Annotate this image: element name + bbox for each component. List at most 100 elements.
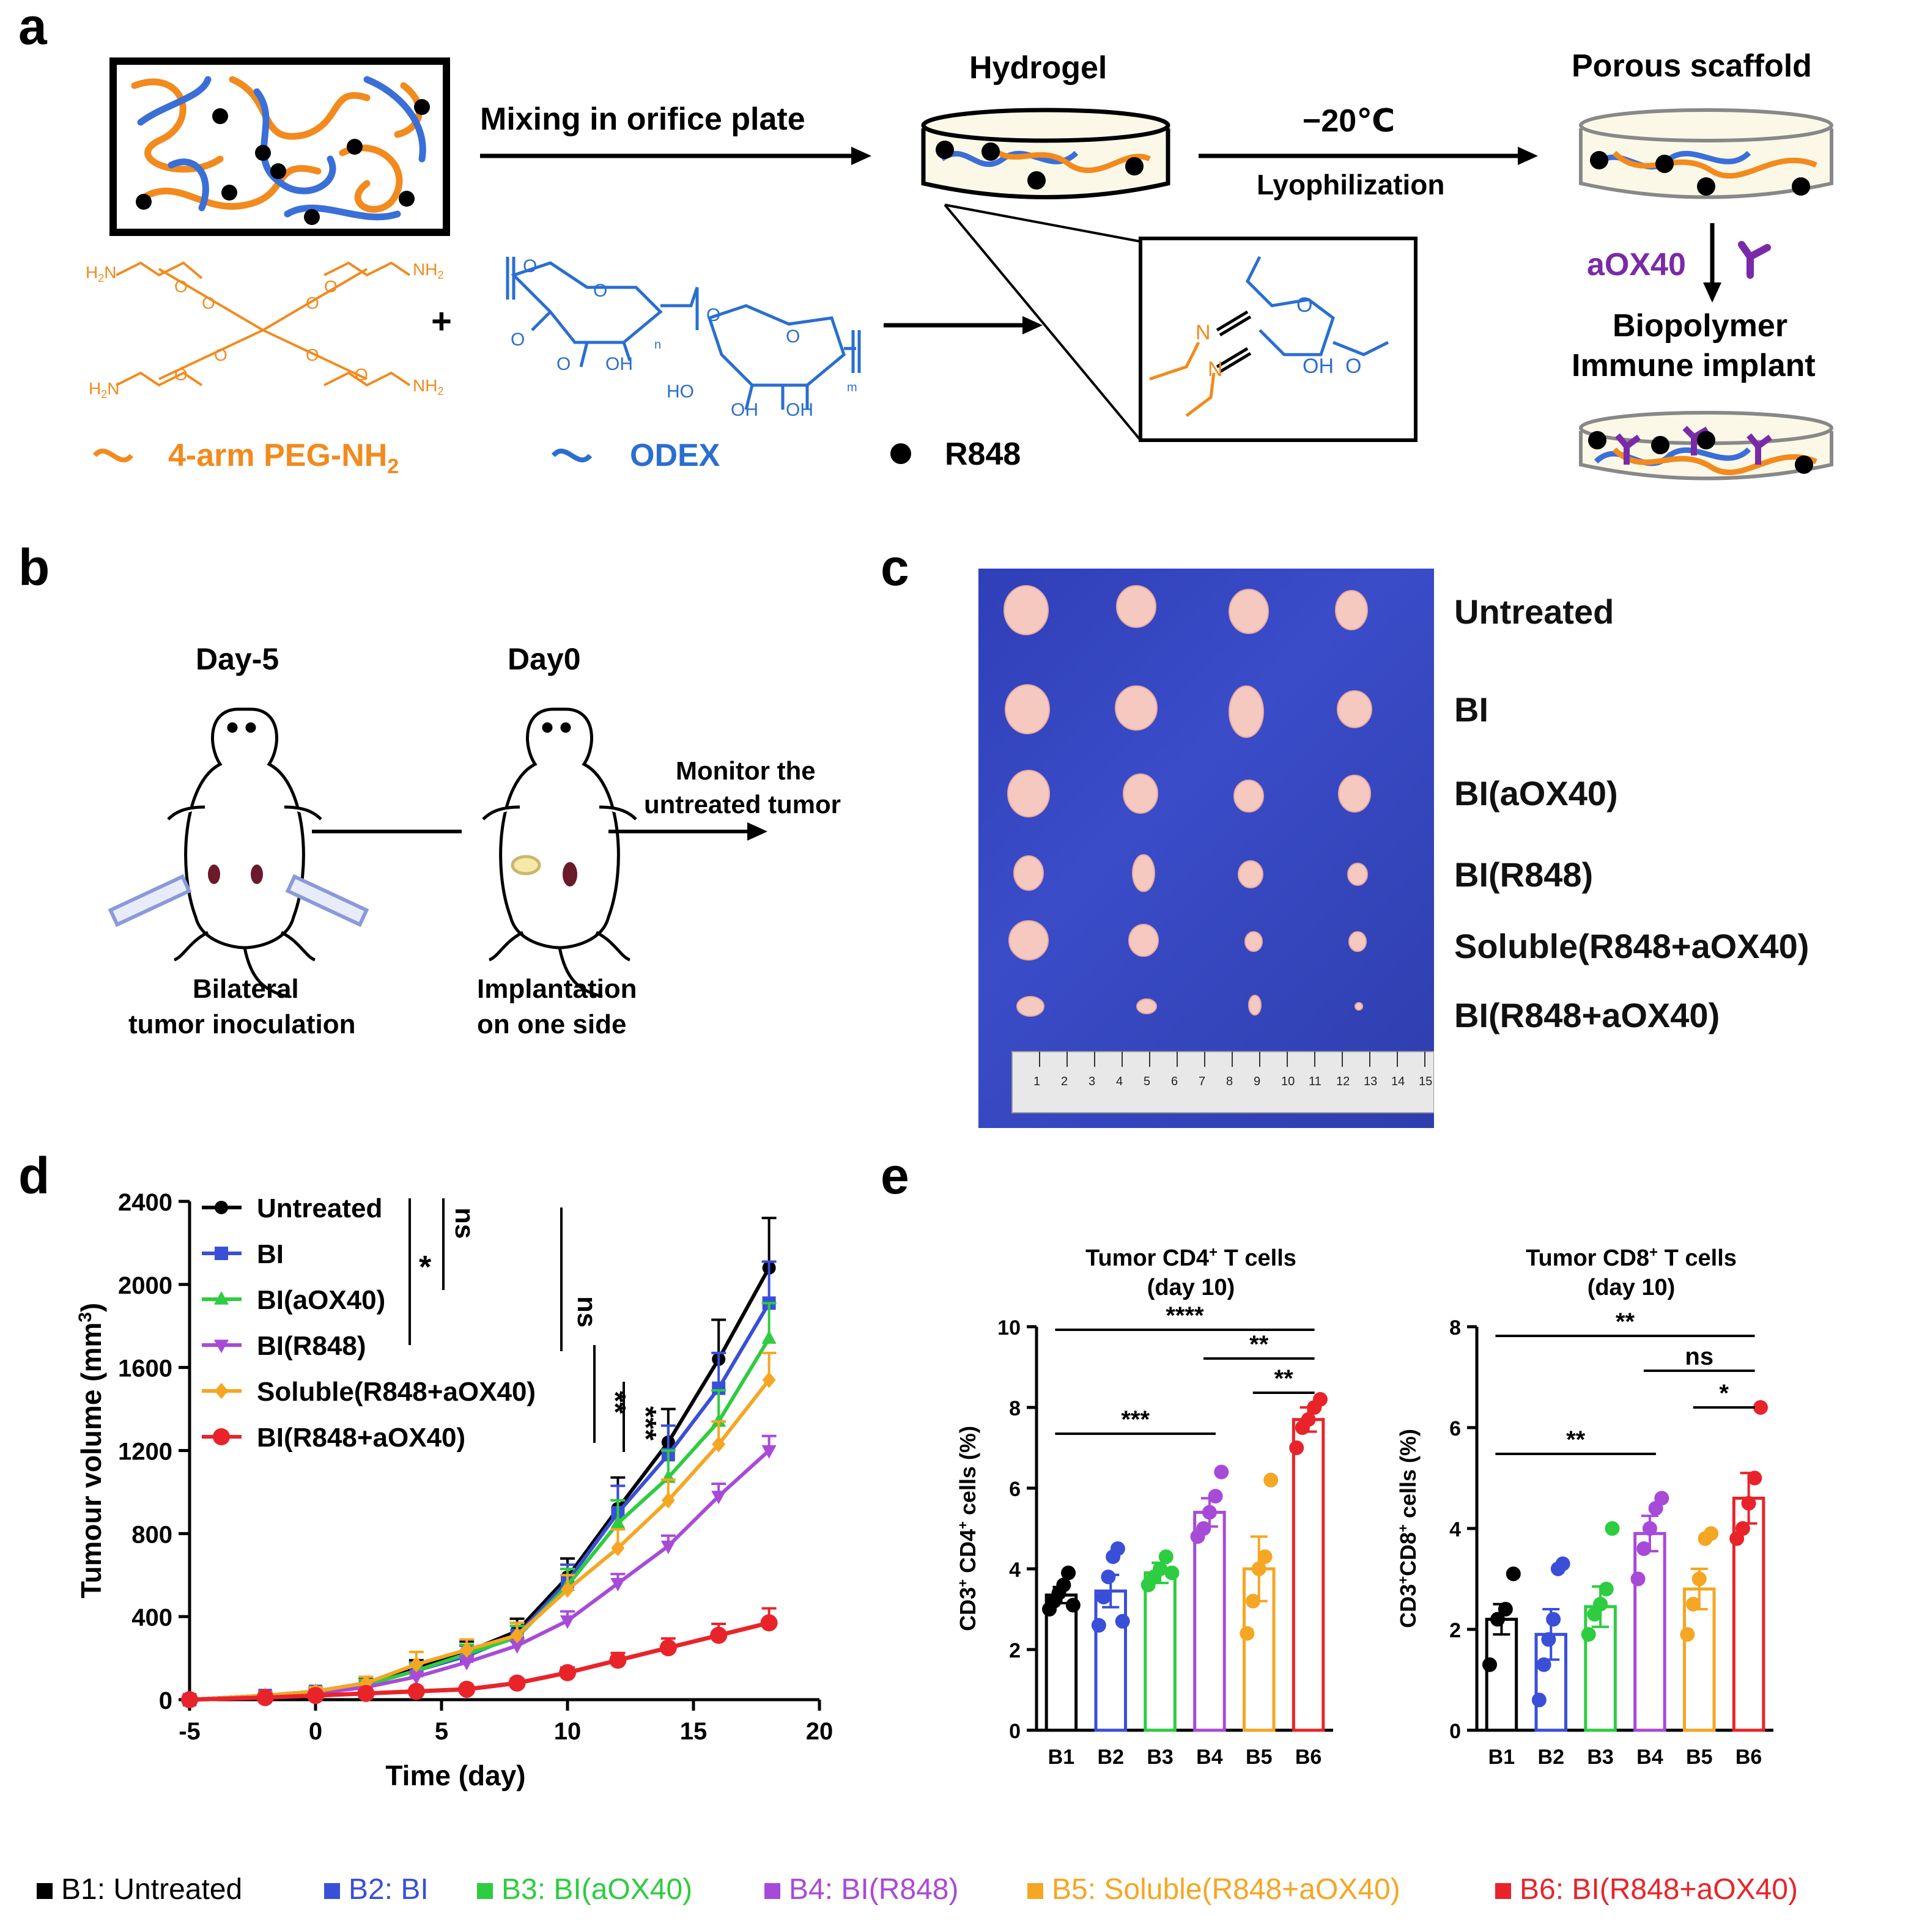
data-point xyxy=(1202,1505,1217,1520)
svg-text:HO: HO xyxy=(667,382,694,402)
temperature-label: −20℃ xyxy=(1303,103,1395,139)
ruler-number: 11 xyxy=(1309,1075,1321,1088)
data-point xyxy=(1115,1613,1130,1629)
svg-text:H2N: H2N xyxy=(89,379,119,400)
data-point xyxy=(215,1247,228,1260)
data-point xyxy=(761,1445,777,1459)
bar xyxy=(1683,1587,1716,1732)
bar xyxy=(1292,1418,1325,1732)
y-tick-label: 0 xyxy=(159,1687,172,1714)
y-tick-label: 0 xyxy=(1009,1720,1021,1743)
data-point xyxy=(1301,1412,1316,1427)
row-label-untreated: Untreated xyxy=(1454,592,1614,631)
significance-label: ** xyxy=(1616,1308,1635,1335)
svg-text:N: N xyxy=(1196,321,1211,344)
odex-legend-label: ODEX xyxy=(630,438,720,473)
bar xyxy=(1485,1618,1518,1732)
svg-text:OH: OH xyxy=(731,400,758,420)
data-point xyxy=(215,1382,228,1399)
data-point xyxy=(611,1539,625,1557)
y-tick-label: 2400 xyxy=(118,1189,172,1216)
ruler-number: 2 xyxy=(1061,1075,1068,1088)
data-point xyxy=(761,1330,777,1344)
svg-text:O: O xyxy=(174,277,188,296)
category-label: B6 xyxy=(1295,1746,1321,1769)
bar xyxy=(1193,1511,1226,1732)
data-point xyxy=(1642,1521,1657,1536)
syringe-icon-right xyxy=(285,874,369,927)
category-label: B3 xyxy=(1587,1746,1613,1769)
data-point xyxy=(559,1664,576,1681)
panel-letter-a: a xyxy=(18,0,47,55)
panel-b-schematic: Day-5 Day0 Monitor the untreated tumor B… xyxy=(108,642,841,1039)
data-point xyxy=(1196,1521,1211,1536)
significance-label: ** xyxy=(1566,1426,1586,1453)
data-point xyxy=(1263,1472,1279,1488)
caption-implantation-line1: Implantation xyxy=(477,974,637,1004)
bar xyxy=(1633,1532,1666,1732)
bar xyxy=(1094,1589,1127,1732)
row-label-bi-r848: BI(R848) xyxy=(1454,855,1594,894)
data-point xyxy=(458,1681,476,1698)
y-tick-label: 400 xyxy=(131,1604,172,1631)
panel-a-schematic: Mixing in orifice plate Hydrogel −20℃ Ly… xyxy=(86,48,1833,481)
ruler xyxy=(1011,1051,1435,1113)
data-point xyxy=(256,1689,274,1706)
svg-text:O: O xyxy=(786,326,800,347)
cd8-bar-chart: Tumor CD8+ T cells(day 10)02468CD3+CD8+ … xyxy=(1395,1244,1773,1769)
legend-label: BI xyxy=(257,1239,284,1269)
legend-label: BI(R848) xyxy=(257,1331,366,1361)
svg-text:OH: OH xyxy=(1303,355,1334,378)
bar xyxy=(1044,1593,1078,1732)
y-tick-label: 2 xyxy=(1009,1639,1021,1662)
data-point xyxy=(610,1515,626,1529)
x-tick-label: 0 xyxy=(309,1718,322,1745)
data-point xyxy=(1686,1596,1701,1612)
data-point xyxy=(1593,1596,1608,1612)
data-point xyxy=(1541,1632,1556,1647)
row-label-bi-aox40: BI(aOX40) xyxy=(1454,774,1618,813)
svg-text:O: O xyxy=(355,365,368,384)
panel-letter-d: d xyxy=(18,1147,50,1204)
data-point xyxy=(1599,1582,1614,1596)
legend-label: B1: Untreated xyxy=(61,1873,242,1906)
hydrogel-label: Hydrogel xyxy=(969,50,1107,86)
ruler-number: 7 xyxy=(1199,1075,1205,1088)
porous-scaffold-label: Porous scaffold xyxy=(1572,48,1812,84)
sig-label-triple-star: *** xyxy=(629,1406,662,1440)
ruler-number: 10 xyxy=(1281,1075,1295,1088)
data-point xyxy=(1289,1440,1304,1455)
mouse-icon-1 xyxy=(167,707,322,998)
x-tick-label: 5 xyxy=(435,1718,448,1745)
data-point xyxy=(712,1381,726,1395)
mouse-icon-2 xyxy=(482,707,637,998)
odex-structure xyxy=(506,257,861,410)
data-point xyxy=(1636,1541,1652,1556)
legend-swatch xyxy=(37,1883,53,1899)
row-label-soluble: Soluble(R848+aOX40) xyxy=(1454,927,1809,965)
ruler-number: 13 xyxy=(1364,1075,1377,1088)
y-tick-label: 2 xyxy=(1449,1619,1461,1642)
svg-text:OH: OH xyxy=(605,354,633,374)
series-line xyxy=(189,1379,771,1702)
data-point xyxy=(1208,1489,1223,1504)
legend-swatch xyxy=(764,1883,780,1899)
legend-label: Soluble(R848+aOX40) xyxy=(257,1377,536,1407)
panel-letter-e: e xyxy=(881,1147,909,1204)
category-label: B5 xyxy=(1246,1746,1272,1769)
legend-label: B3: BI(aOX40) xyxy=(501,1873,692,1906)
chart-title-line1: Tumor CD8+ T cells xyxy=(1526,1244,1737,1271)
y-axis-label: CD3+ CD4+ cells (%) xyxy=(955,1426,980,1631)
data-point xyxy=(1747,1470,1762,1486)
data-point xyxy=(1546,1612,1561,1627)
caption-inoculation-line2: tumor inoculation xyxy=(128,1009,356,1039)
data-point xyxy=(213,1428,230,1445)
chart-title-line2: (day 10) xyxy=(1588,1275,1676,1300)
antibody-icon xyxy=(1738,241,1771,279)
category-label: B6 xyxy=(1735,1746,1762,1769)
x-tick-label: 20 xyxy=(806,1718,834,1745)
svg-text:m: m xyxy=(847,381,857,394)
data-point xyxy=(1506,1566,1521,1582)
data-point xyxy=(357,1684,375,1702)
